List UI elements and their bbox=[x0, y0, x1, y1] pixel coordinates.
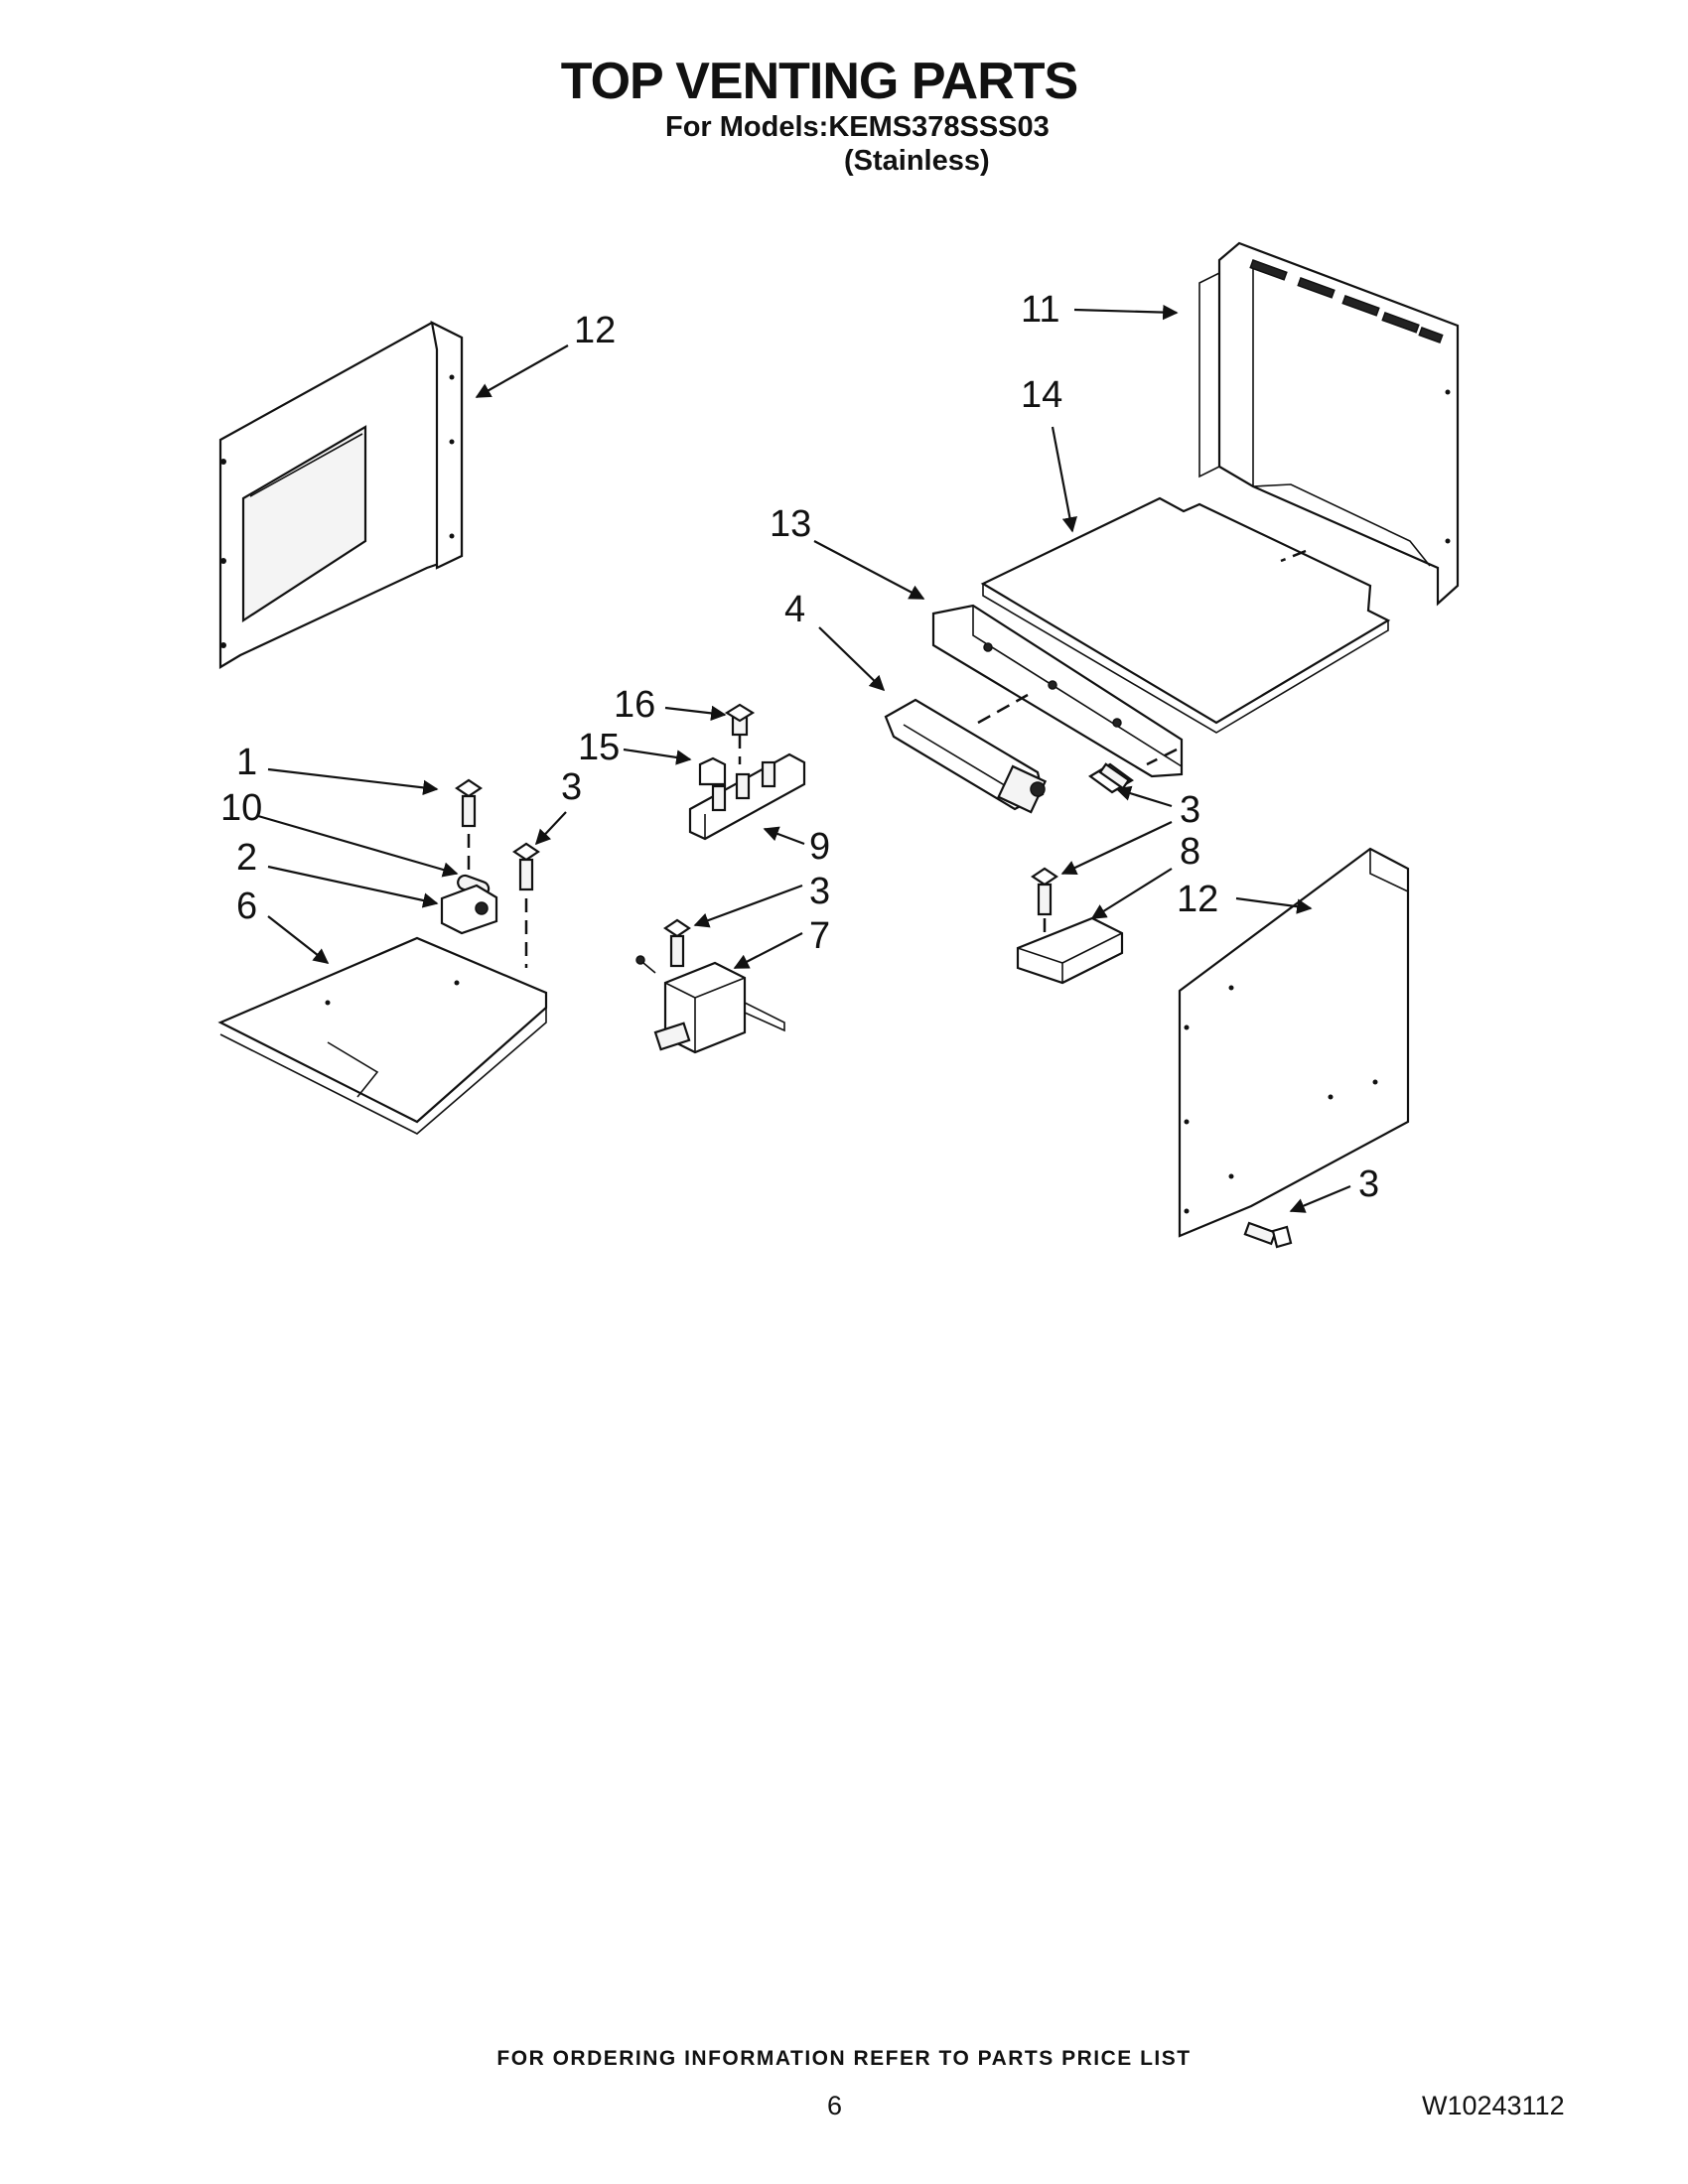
callout-7: 7 bbox=[809, 915, 830, 957]
callout-12-lower: 12 bbox=[1177, 879, 1218, 920]
leader-16 bbox=[664, 705, 727, 722]
leader-15 bbox=[623, 748, 692, 765]
callout-1: 1 bbox=[236, 742, 257, 783]
screw-side-panel bbox=[1243, 1221, 1293, 1249]
leader-9 bbox=[763, 826, 805, 846]
leader-3-transformer bbox=[693, 884, 803, 928]
callout-3-transformer: 3 bbox=[809, 871, 830, 912]
callout-4: 4 bbox=[784, 589, 805, 630]
vent-bracket bbox=[931, 604, 1184, 778]
callout-9: 9 bbox=[809, 826, 830, 868]
control-board bbox=[1016, 867, 1124, 985]
leader-12-upper bbox=[475, 344, 569, 398]
document-number: W10243112 bbox=[1422, 2091, 1565, 2120]
leader-13 bbox=[813, 540, 925, 600]
left-side-panel bbox=[218, 321, 464, 669]
leader-2 bbox=[267, 865, 439, 908]
callout-14: 14 bbox=[1021, 374, 1062, 416]
callout-8: 8 bbox=[1180, 831, 1200, 873]
model-variant: (Stainless) bbox=[844, 145, 990, 177]
page-title: TOP VENTING PARTS bbox=[560, 53, 1078, 110]
callout-12-upper: 12 bbox=[574, 310, 616, 351]
leader-8 bbox=[1090, 868, 1173, 919]
assembly-line-bracket bbox=[1146, 748, 1178, 766]
callout-3-panel: 3 bbox=[1358, 1163, 1379, 1205]
top-plate bbox=[980, 496, 1391, 734]
leader-11 bbox=[1073, 304, 1179, 321]
mounting-tray bbox=[217, 936, 548, 1135]
callout-13: 13 bbox=[770, 503, 811, 545]
callout-2: 2 bbox=[236, 837, 257, 879]
leader-6 bbox=[267, 915, 330, 964]
callout-11: 11 bbox=[1021, 289, 1059, 331]
leader-7 bbox=[733, 932, 803, 969]
leader-12-lower bbox=[1235, 896, 1313, 914]
leader-4 bbox=[818, 626, 886, 692]
leader-1 bbox=[267, 767, 439, 796]
transformer bbox=[635, 918, 785, 1054]
leader-3-fuse bbox=[534, 811, 567, 846]
callout-6: 6 bbox=[236, 886, 257, 927]
leader-3-panel bbox=[1289, 1184, 1351, 1213]
ordering-note: FOR ORDERING INFORMATION REFER TO PARTS … bbox=[496, 2047, 1192, 2070]
callout-3-vent: 3 bbox=[1180, 789, 1200, 831]
leader-3-board bbox=[1060, 821, 1173, 876]
assembly-line-top bbox=[1280, 549, 1307, 563]
blower-motor bbox=[884, 698, 1048, 814]
fuse-assembly bbox=[440, 778, 498, 935]
model-subtitle: For Models:KEMS378SSS03 bbox=[665, 111, 1050, 143]
assembly-line-motor bbox=[977, 693, 1029, 725]
callout-3-fuse: 3 bbox=[561, 766, 582, 808]
callout-15: 15 bbox=[578, 727, 620, 768]
leader-3-vent bbox=[1115, 785, 1173, 808]
right-side-panel bbox=[1178, 847, 1410, 1238]
terminal-block bbox=[688, 703, 806, 841]
screw-vent bbox=[1088, 762, 1134, 794]
rear-panel bbox=[1198, 241, 1460, 607]
page-number: 6 bbox=[827, 2091, 843, 2120]
screw-fuse bbox=[512, 842, 540, 968]
leader-10 bbox=[257, 814, 459, 878]
callout-16: 16 bbox=[614, 684, 655, 726]
callout-10: 10 bbox=[220, 787, 262, 829]
leader-14 bbox=[1051, 426, 1077, 533]
